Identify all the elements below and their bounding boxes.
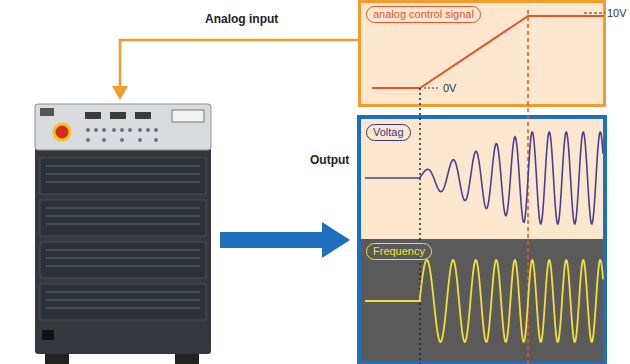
power-supply — [35, 104, 211, 364]
tag-text: analog control signal — [373, 8, 474, 20]
frequency-band — [359, 239, 605, 363]
level-label: 10V — [607, 6, 627, 20]
start-marker — [419, 88, 421, 364]
arrow-head — [112, 86, 128, 100]
voltage-band — [359, 117, 605, 239]
output-label: Output — [310, 153, 349, 167]
signal-tag: analog control signal — [366, 6, 481, 23]
voltage-tag: Voltag — [366, 124, 411, 141]
tag-text: Frequency — [373, 245, 425, 257]
level-marker — [424, 88, 440, 89]
voltage-wave — [365, 132, 603, 224]
output-panel — [359, 117, 605, 363]
tag-text: Voltag — [373, 126, 404, 138]
output-arrow — [220, 222, 350, 258]
frequency-wave — [365, 260, 603, 342]
level-label: 0V — [443, 81, 456, 95]
input-label: Analog input — [205, 12, 278, 26]
level-marker — [584, 13, 605, 14]
frequency-tag: Frequency — [366, 243, 432, 260]
input-arrow — [120, 40, 358, 88]
control-signal — [372, 16, 604, 88]
input-panel — [360, 2, 605, 106]
